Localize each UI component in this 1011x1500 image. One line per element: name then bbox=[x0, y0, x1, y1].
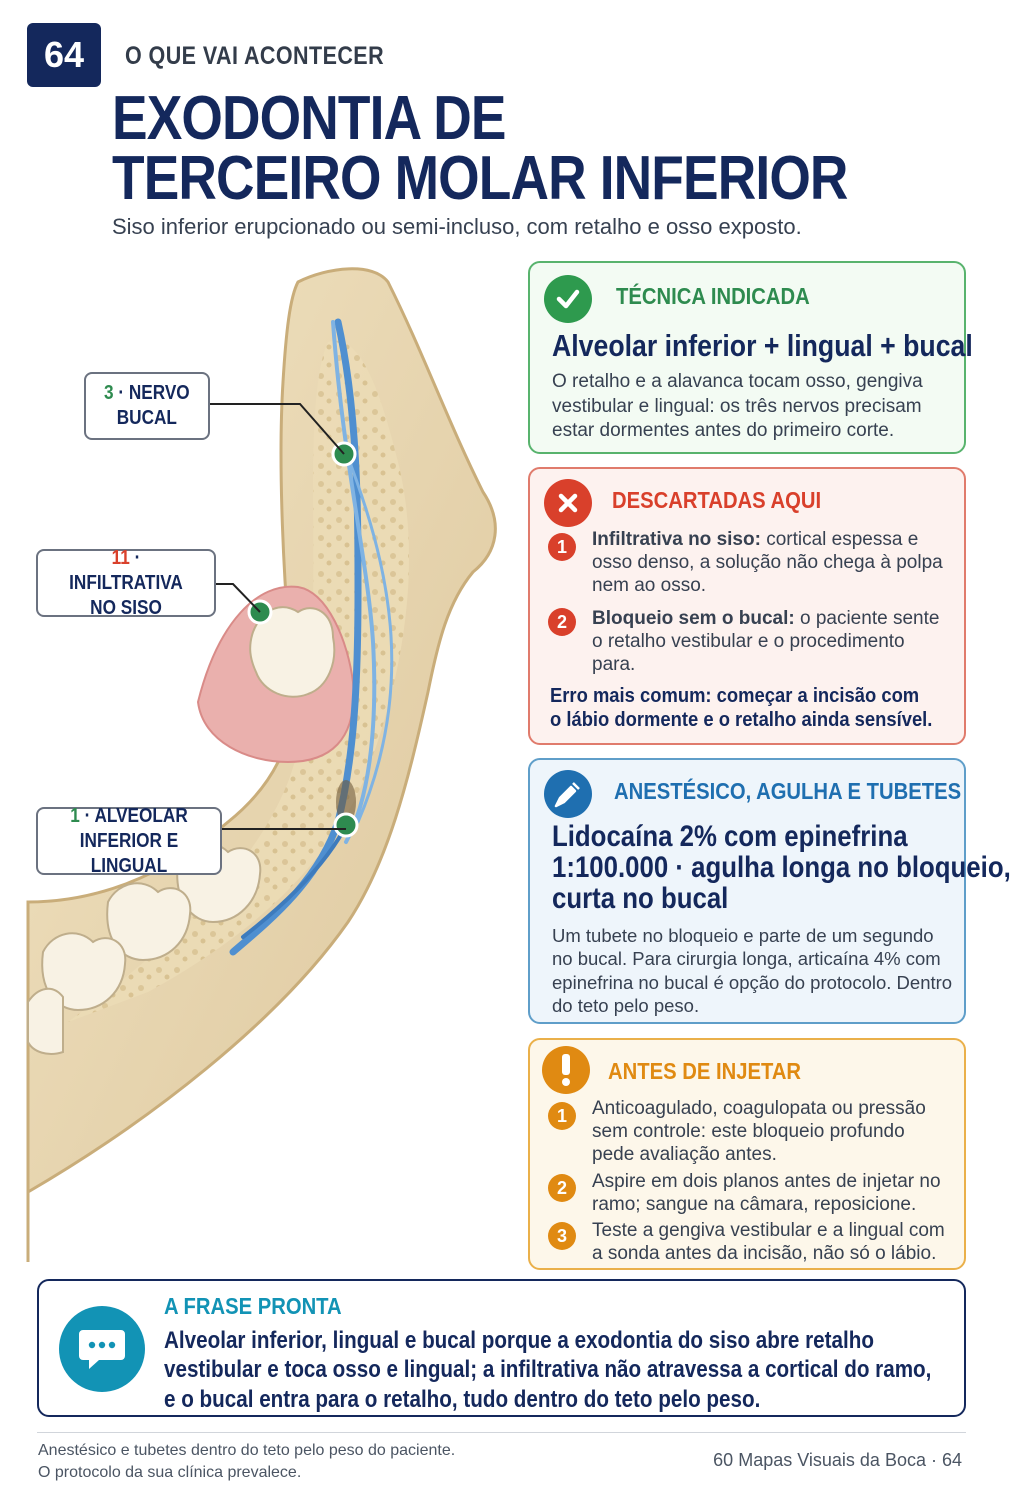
page-title: EXODONTIA DE TERCEIRO MOLAR INFERIOR bbox=[112, 84, 848, 213]
check-icon bbox=[544, 275, 592, 323]
common-error-warning: Erro mais comum: começar a incisão com o… bbox=[550, 685, 933, 731]
anesthetic-body: Um tubete no bloqueio e parte de um segu… bbox=[552, 925, 953, 1016]
molar-teeth bbox=[27, 842, 262, 1055]
wisdom-tooth bbox=[249, 606, 336, 698]
before-num-1: 1 bbox=[548, 1102, 576, 1130]
technique-title: Alveolar inferior + lingual + bucal bbox=[552, 328, 973, 363]
discarded-num-2: 2 bbox=[548, 608, 576, 636]
footer-book-reference: 60 Mapas Visuais da Boca · 64 bbox=[713, 1450, 962, 1470]
exclamation-icon bbox=[542, 1046, 590, 1094]
ready-phrase-text: Alveolar inferior, lingual e bucal porqu… bbox=[164, 1327, 932, 1413]
subtitle: Siso inferior erupcionado ou semi-inclus… bbox=[112, 214, 802, 239]
title-line-2: TERCEIRO MOLAR INFERIOR bbox=[112, 144, 848, 213]
technique-card: TÉCNICA INDICADA Alveolar inferior + lin… bbox=[528, 261, 973, 454]
before-card: ANTES DE INJETAR 1 Anticoagulado, coagul… bbox=[528, 1038, 966, 1270]
ready-phrase-box: A FRASE PRONTA Alveolar inferior, lingua… bbox=[37, 1279, 966, 1417]
kicker: O QUE VAI ACONTECER bbox=[125, 42, 385, 70]
before-num-3: 3 bbox=[548, 1222, 576, 1250]
syringe-icon bbox=[544, 770, 592, 818]
discarded-heading: DESCARTADAS AQUI bbox=[612, 487, 822, 513]
anesthetic-card: ANESTÉSICO, AGULHA E TUBETES Lidocaína 2… bbox=[528, 758, 1011, 1024]
ready-phrase-heading: A FRASE PRONTA bbox=[164, 1293, 342, 1319]
before-heading: ANTES DE INJETAR bbox=[608, 1058, 802, 1084]
x-icon bbox=[544, 479, 592, 527]
discarded-item-1: Infiltrativa no siso: cortical espessa e… bbox=[592, 529, 943, 596]
anesthetic-heading: ANESTÉSICO, AGULHA E TUBETES bbox=[614, 778, 962, 804]
before-num-2: 2 bbox=[548, 1174, 576, 1202]
marker-alveolar bbox=[333, 812, 359, 838]
before-item-2: Aspire em dois planos antes de injetar n… bbox=[592, 1171, 941, 1215]
discarded-num-1: 1 bbox=[548, 533, 576, 561]
technique-body: O retalho e a alavanca tocam osso, gengi… bbox=[552, 371, 923, 442]
technique-heading: TÉCNICA INDICADA bbox=[616, 283, 810, 309]
page-number-badge: 64 bbox=[27, 23, 101, 87]
mandible-illustration bbox=[26, 267, 497, 1262]
discarded-card: DESCARTADAS AQUI 1 Infiltrativa no siso:… bbox=[528, 467, 966, 745]
footer-divider bbox=[37, 1432, 966, 1433]
discarded-item-2: Bloqueio sem o bucal: o paciente sente o… bbox=[592, 608, 940, 675]
title-line-1: EXODONTIA DE bbox=[112, 84, 506, 153]
footer-disclaimer: Anestésico e tubetes dentro do teto pelo… bbox=[38, 1442, 456, 1482]
anesthetic-title: Lidocaína 2% com epinefrina 1:100.000 · … bbox=[552, 820, 1011, 915]
chat-icon bbox=[59, 1306, 145, 1392]
before-item-3: Teste a gengiva vestibular e a lingual c… bbox=[592, 1220, 945, 1264]
before-item-1: Anticoagulado, coagulopata ou pressão se… bbox=[592, 1098, 926, 1165]
